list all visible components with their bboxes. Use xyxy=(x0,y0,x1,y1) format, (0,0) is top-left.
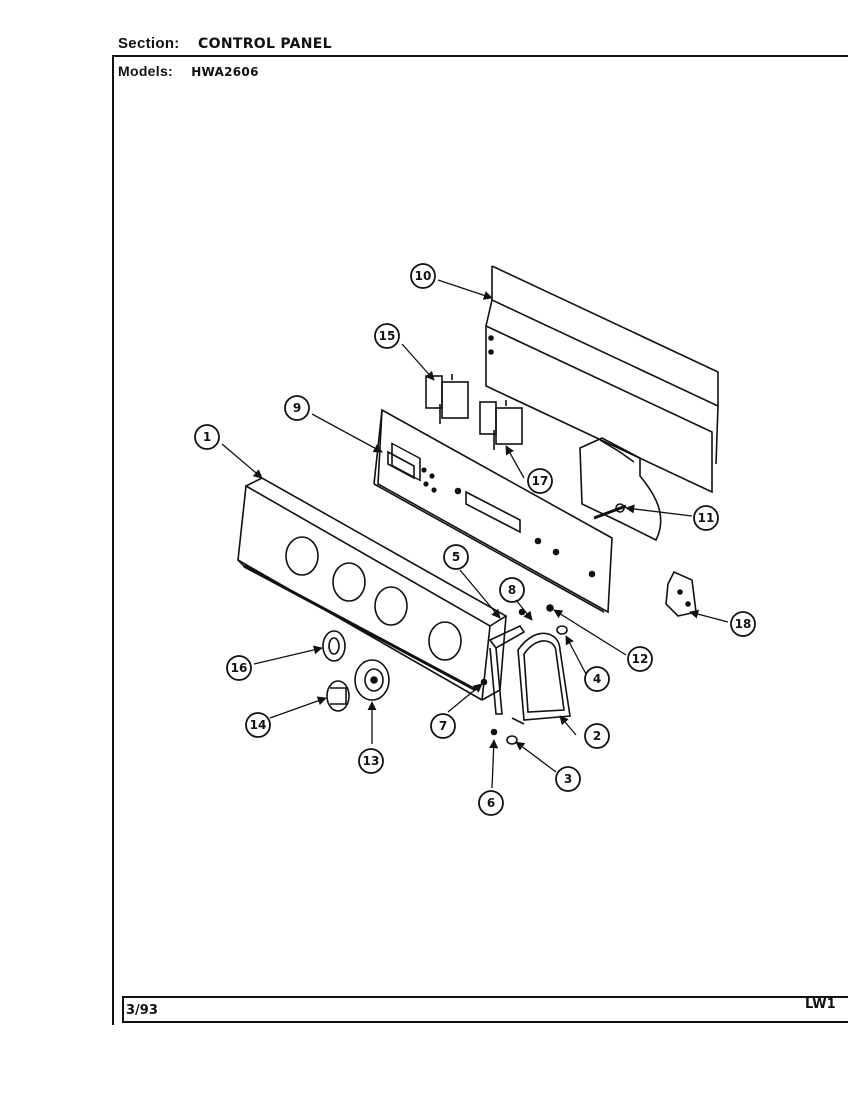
bottom-rule-lower xyxy=(122,1021,848,1023)
leader-lines xyxy=(221,279,729,789)
screw-7 xyxy=(480,678,488,686)
end-cap-part xyxy=(511,632,571,725)
knob-16-part xyxy=(322,630,346,662)
callout-8: 8 xyxy=(508,583,516,597)
models-value: HWA2606 xyxy=(191,65,259,79)
callout-16: 16 xyxy=(231,661,248,675)
screw-4 xyxy=(556,625,568,635)
screw-6 xyxy=(490,728,498,736)
callout-18: 18 xyxy=(735,617,752,631)
callout-9: 9 xyxy=(293,401,301,415)
callout-4: 4 xyxy=(593,672,601,686)
callout-11: 11 xyxy=(698,511,715,525)
callout-10: 10 xyxy=(415,269,432,283)
panel-face-part xyxy=(373,408,613,614)
section-header: Section: CONTROL PANEL xyxy=(118,35,332,52)
callout-3: 3 xyxy=(564,772,572,786)
switch-15-part xyxy=(425,374,469,424)
footer-left-tick xyxy=(122,996,124,1023)
callout-6: 6 xyxy=(487,796,495,810)
callout-1: 1 xyxy=(203,430,211,444)
models-label: Models: xyxy=(118,63,173,79)
callout-5: 5 xyxy=(452,550,460,564)
screw-3 xyxy=(506,735,518,745)
dial-13-part xyxy=(354,659,390,701)
revision-date: 3/93 xyxy=(126,1003,158,1018)
section-value: CONTROL PANEL xyxy=(198,36,332,52)
callout-circles xyxy=(194,263,756,816)
console-housing-part xyxy=(237,477,508,701)
rear-panel-part xyxy=(485,265,719,494)
callout-13: 13 xyxy=(363,754,380,768)
callout-15: 15 xyxy=(379,329,396,343)
models-header: Models: HWA2606 xyxy=(118,63,259,79)
fasteners xyxy=(480,604,568,745)
switch-17-part xyxy=(479,400,523,450)
bottom-rule-upper xyxy=(122,996,848,998)
document-number: LW1 xyxy=(805,997,836,1012)
clip-12 xyxy=(546,604,554,612)
callout-17: 17 xyxy=(532,474,549,488)
support-bar-part xyxy=(488,624,526,715)
bracket-18-part xyxy=(665,570,697,617)
callout-14: 14 xyxy=(250,718,267,732)
callout-12: 12 xyxy=(632,652,649,666)
knob-14-part xyxy=(326,680,350,712)
callout-2: 2 xyxy=(593,729,601,743)
left-rule xyxy=(112,55,114,1025)
timer-part xyxy=(579,437,662,542)
callout-7: 7 xyxy=(439,719,447,733)
top-rule xyxy=(112,55,848,57)
section-label: Section: xyxy=(118,35,180,52)
